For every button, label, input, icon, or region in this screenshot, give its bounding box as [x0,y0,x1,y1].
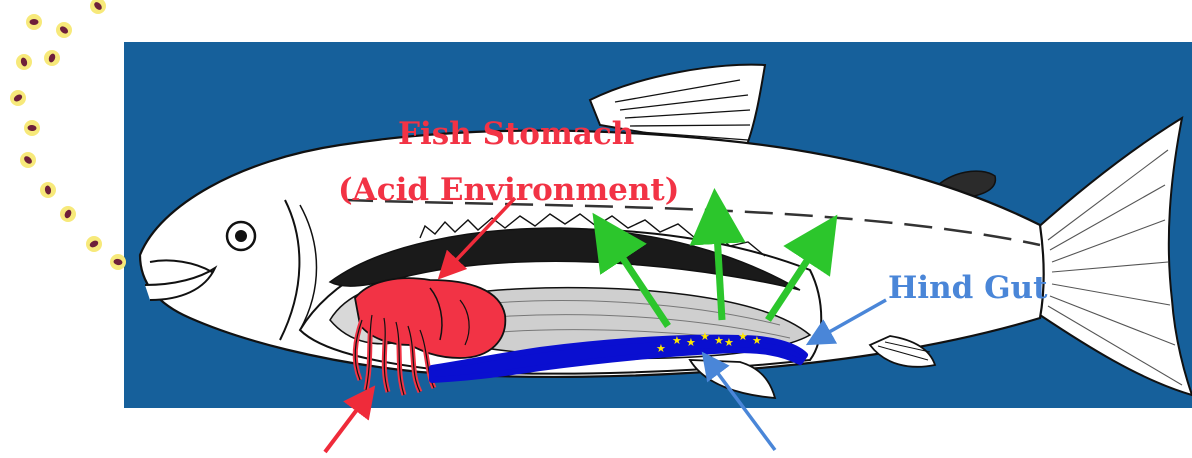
nutrient-star-icon: ★ [738,330,748,343]
hind-gut-label: Hind Gut [888,270,1047,306]
feed-particle-icon [90,0,106,14]
feed-particle-icon [40,182,56,198]
nutrient-star-icon: ★ [714,334,724,347]
nutrient-star-icon: ★ [752,334,762,347]
eye-pupil [235,230,247,242]
feed-particle-icon [56,22,72,38]
feed-particle-icon [24,120,40,136]
nutrient-star-icon: ★ [724,336,734,349]
nutrient-star-icon: ★ [700,330,710,343]
nutrient-star-icon: ★ [686,336,696,349]
feed-particle-icon [26,14,42,30]
feed-particle-icon [86,236,102,252]
nutrient-star-icon: ★ [656,342,666,355]
feed-particle-icon [110,254,126,270]
feed-particle-icon [60,206,76,222]
stomach-title-label: Fish Stomach [398,116,634,152]
stomach-subtitle-label: (Acid Environment) [338,172,679,208]
feed-particle-icon [10,90,26,106]
nutrient-star-icon: ★ [672,334,682,347]
feed-particle-icon [44,50,60,66]
feed-particle-icons [10,0,126,270]
feed-particle-icon [20,152,36,168]
feed-particle-icon [16,54,32,70]
